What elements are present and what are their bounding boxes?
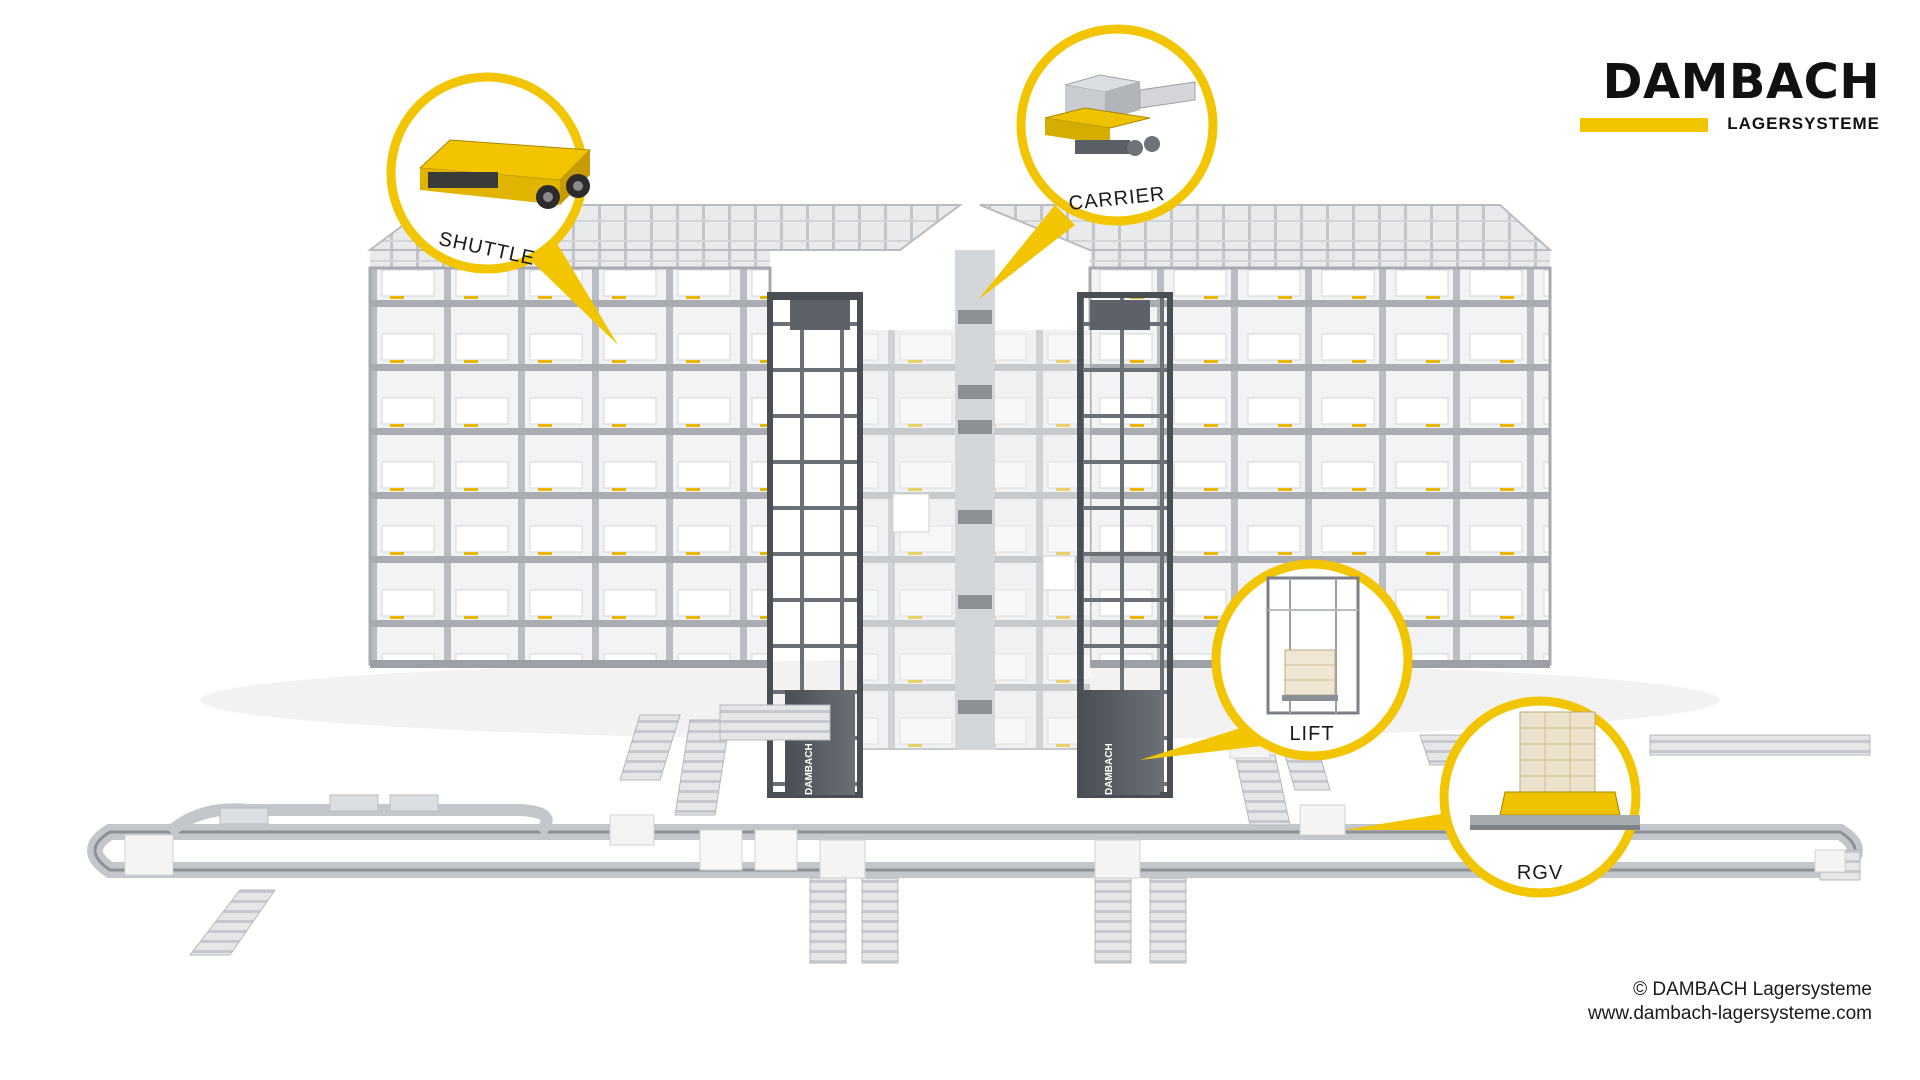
rgv-icon bbox=[1470, 711, 1640, 830]
rgv-label: RGV bbox=[1516, 862, 1564, 884]
shuttle-callout bbox=[386, 72, 592, 274]
lift-pointer bbox=[1140, 725, 1270, 760]
lift-label: LIFT bbox=[1289, 723, 1335, 745]
logo-accent-bar bbox=[1580, 118, 1708, 132]
website-link[interactable]: www.dambach-lagersysteme.com bbox=[1587, 1003, 1872, 1024]
tower-marking-right: DAMBACH bbox=[1104, 743, 1115, 795]
center-aisle bbox=[860, 250, 1090, 750]
tower-marking-left: DAMBACH bbox=[804, 743, 815, 795]
left-rack-block bbox=[367, 204, 963, 668]
carrier-icon bbox=[1044, 74, 1196, 156]
carrier-callout bbox=[1016, 24, 1218, 226]
logo-subtitle: LAGERSYSTEME bbox=[1727, 114, 1880, 133]
right-lift-tower: DAMBACH bbox=[1077, 292, 1173, 798]
lift-icon bbox=[1266, 576, 1360, 715]
footer-credit: © DAMBACH Lagersysteme www.dambach-lager… bbox=[1588, 978, 1872, 1026]
pallets bbox=[124, 739, 1846, 879]
shuttle-icon bbox=[418, 139, 592, 209]
dambach-logo: DAMBACH LAGERSYSTEME bbox=[1580, 56, 1880, 136]
rgv-callout bbox=[1439, 696, 1641, 898]
conveyor-spurs bbox=[188, 704, 1871, 964]
lift-callout bbox=[1211, 559, 1413, 761]
carrier-pointer bbox=[978, 205, 1075, 300]
shuttle-pointer bbox=[520, 240, 618, 345]
logo-wordmark: DAMBACH bbox=[1602, 54, 1880, 110]
copyright-text: © DAMBACH Lagersysteme bbox=[1633, 979, 1872, 1000]
